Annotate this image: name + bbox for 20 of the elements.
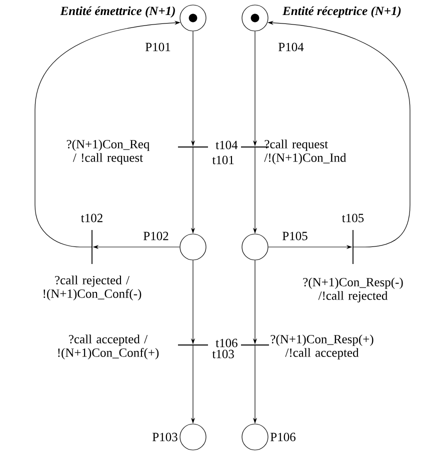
transition-label: t105 [342,214,364,222]
guard-label: ?call request /!(N+1)Con_Ind [264,140,346,164]
transition-label: t106 [216,338,238,348]
guard-label: ?(N+1)Con_Resp(+) /!call accepted [270,334,374,360]
transition-label: t104 [216,140,238,150]
place-label: P103 [152,432,178,442]
column-title: Entité émettrice (N+1) [60,6,175,18]
guard-label: ?(N+1)Con_Resp(-) /!call rejected [303,278,403,302]
transition-label: t102 [81,214,102,222]
place-label: P106 [270,432,296,442]
column-title: Entité réceptrice (N+1) [282,6,401,18]
transition-label: t101 [212,156,234,164]
transition-label: t103 [212,350,234,358]
place-label: P102 [144,232,168,240]
place-label: P101 [146,42,170,52]
place-label: P104 [278,42,304,52]
guard-label: ?call rejected / !(N+1)Con_Conf(-) [44,276,142,300]
place-label: P105 [282,232,308,240]
guard-label: ?(N+1)Con_Req / !call request [66,140,150,164]
guard-label: ?call accepted / !(N+1)Con_Conf(+) [58,334,159,360]
